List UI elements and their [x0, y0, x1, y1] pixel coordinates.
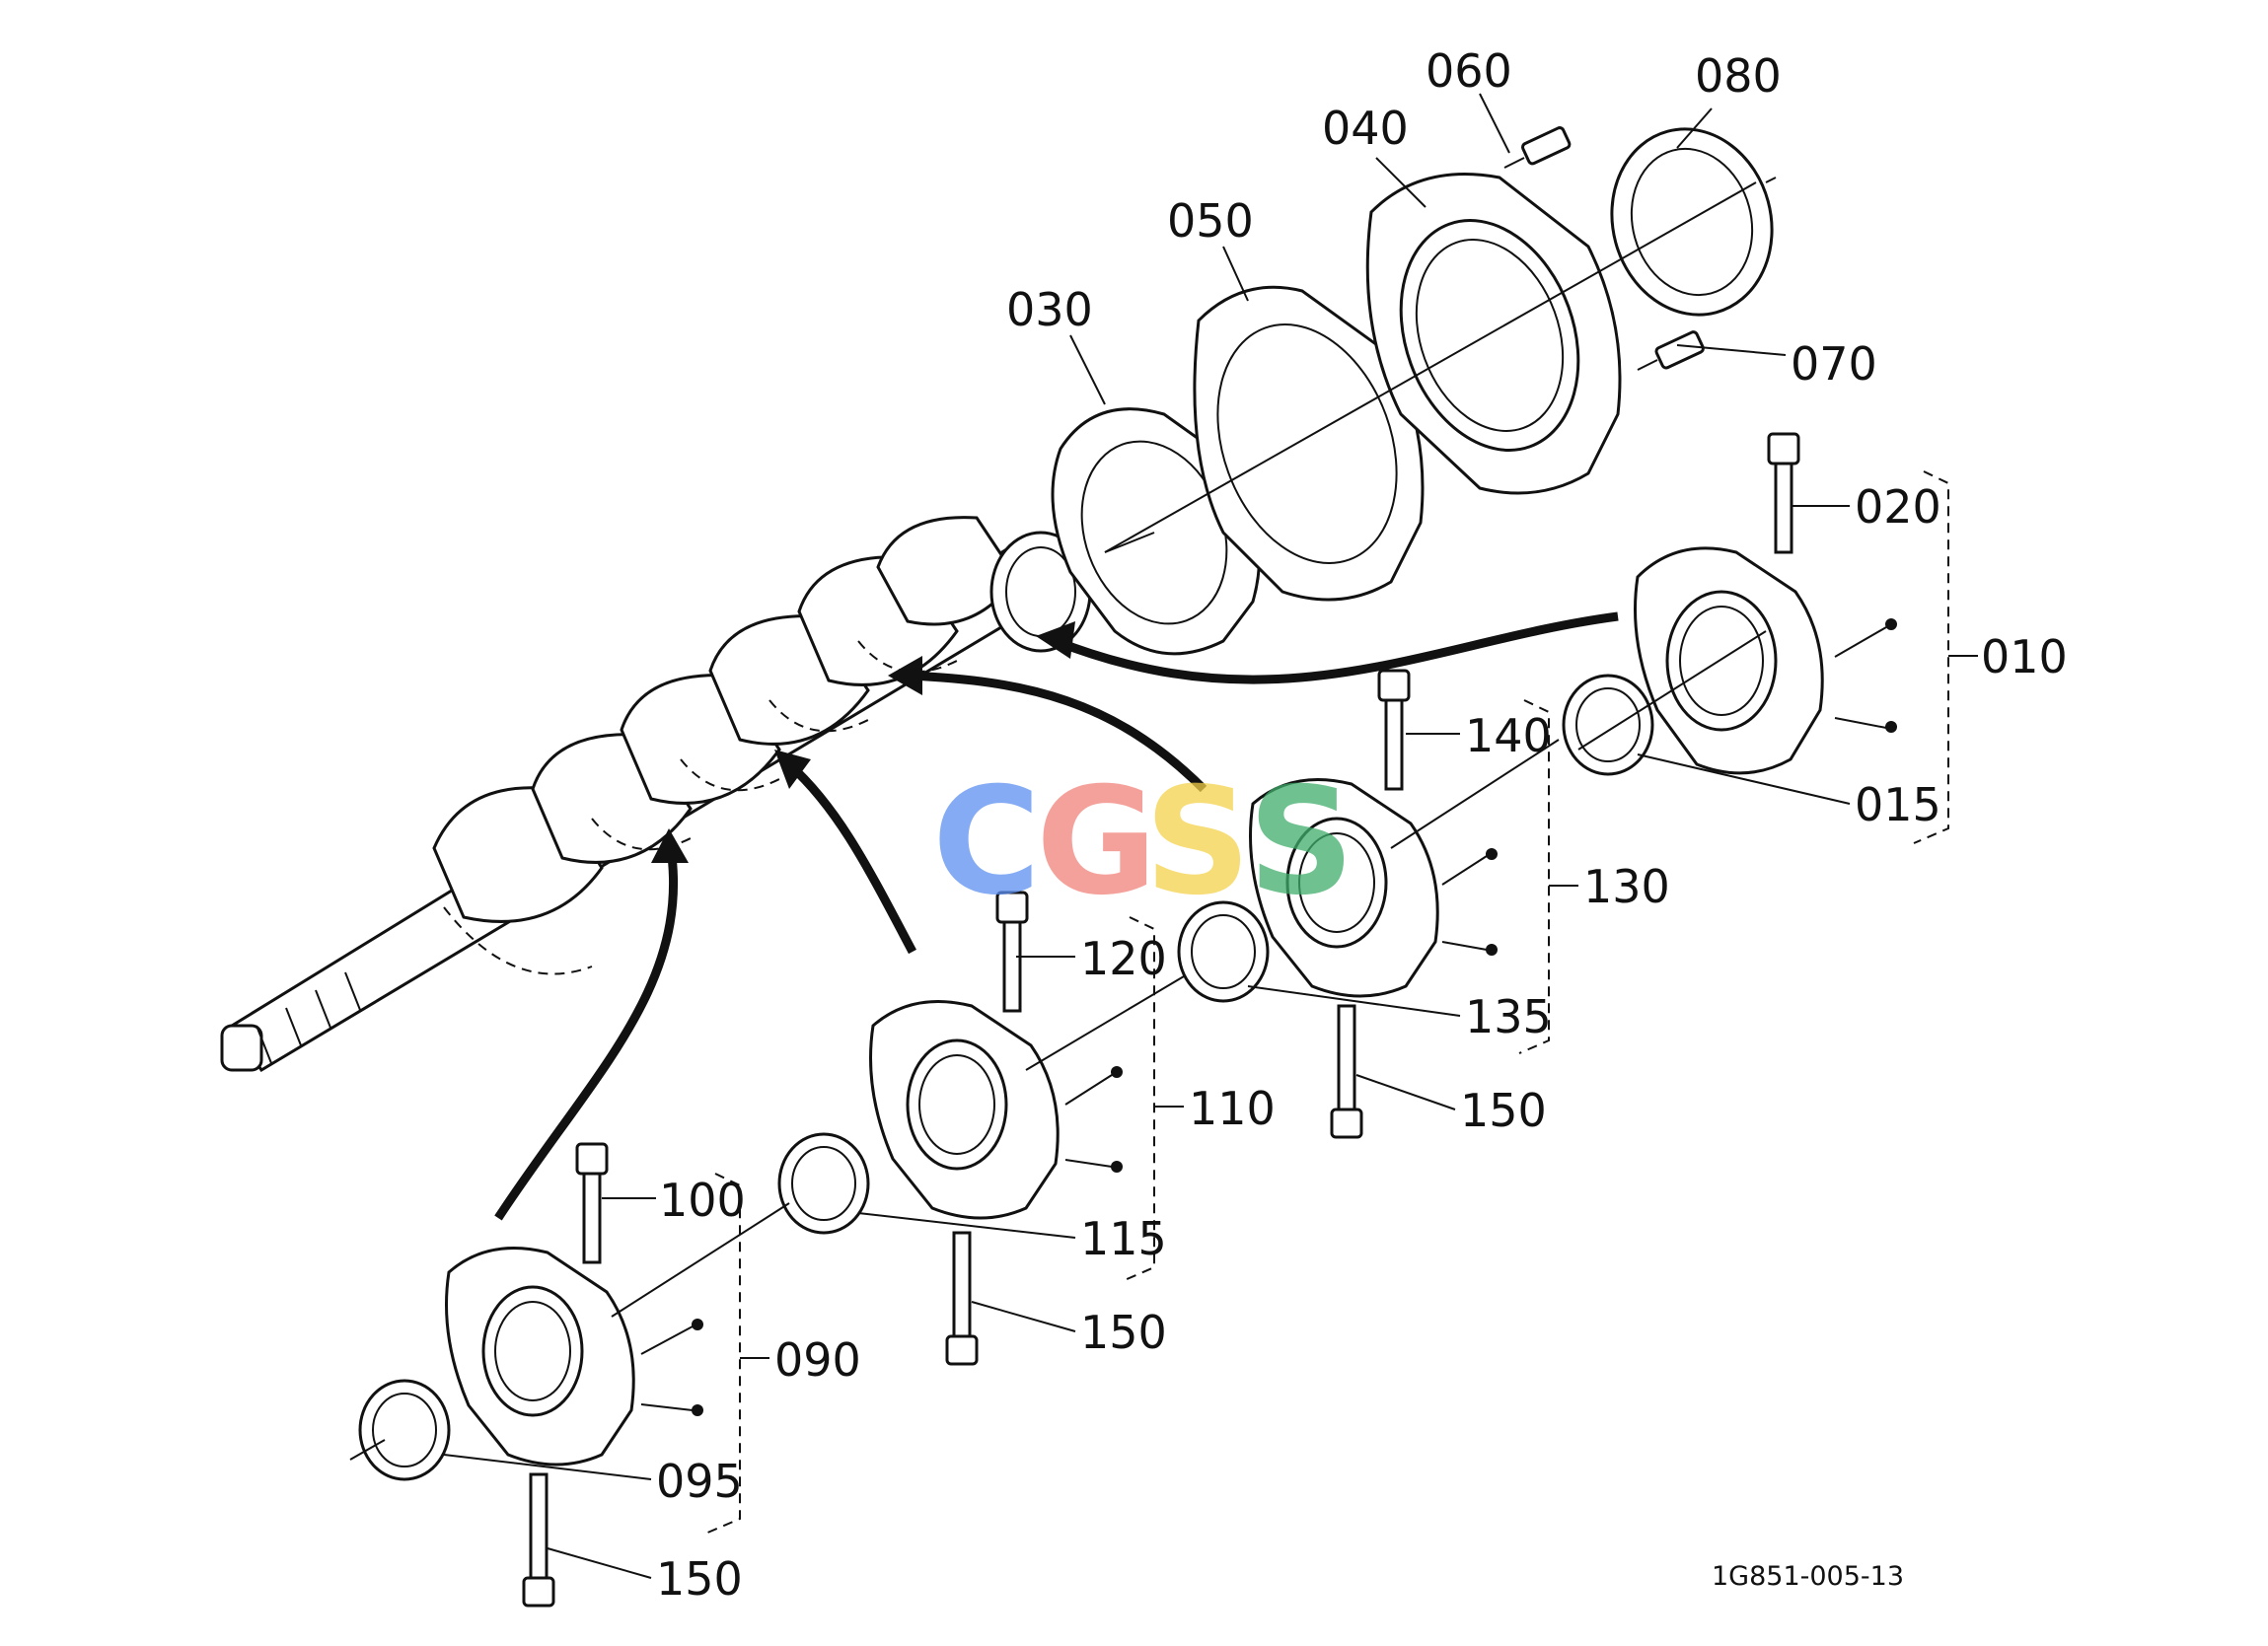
assembly-axis-095	[349, 1439, 386, 1461]
label-090: 090	[774, 1333, 861, 1387]
assembly-arrows	[494, 611, 1619, 1221]
label-060: 060	[1426, 44, 1512, 98]
bearing-case-110	[869, 1000, 1123, 1220]
arrow-010	[1054, 611, 1619, 684]
assembly-axis-010	[1577, 630, 1767, 751]
bearing-case-090	[445, 1247, 703, 1467]
bolt-150-a	[522, 1472, 555, 1608]
label-130: 130	[1583, 860, 1670, 913]
arrow-130	[907, 671, 1207, 793]
bolt-070	[1637, 330, 1705, 371]
label-020: 020	[1855, 480, 1941, 534]
label-040: 040	[1322, 102, 1409, 155]
bearing-135	[1177, 900, 1270, 1003]
bearing-case-010	[1634, 546, 1897, 775]
bearing-case-130	[1249, 778, 1498, 998]
assembly-axis-090	[611, 1202, 790, 1318]
part-labels: 060 080 040 050 030 070 020 010 015 140 …	[656, 44, 2068, 1606]
bolt-150-c	[1330, 1004, 1363, 1139]
bolt-140	[1377, 669, 1411, 791]
label-010: 010	[1981, 630, 2068, 683]
label-150-c: 150	[1460, 1084, 1547, 1137]
bearing-015	[1562, 674, 1654, 776]
label-150-a: 150	[656, 1552, 743, 1606]
label-070: 070	[1791, 337, 1877, 391]
label-150-b: 150	[1080, 1306, 1167, 1359]
assembly-axis-130	[1390, 739, 1560, 849]
drawing-code: 1G851-005-13	[1712, 1561, 1904, 1592]
watermark-letter-2: G	[1036, 756, 1157, 928]
arrow-090	[494, 847, 679, 1221]
watermark-logo: C G S S	[932, 756, 1354, 928]
group-brackets	[704, 470, 1978, 1535]
bolt-120	[995, 891, 1029, 1013]
bolt-150-b	[945, 1231, 979, 1366]
label-015: 015	[1855, 778, 1941, 831]
arrow-110	[785, 760, 916, 955]
watermark-letter-4: S	[1248, 756, 1354, 928]
label-095: 095	[656, 1455, 743, 1508]
label-080: 080	[1695, 49, 1782, 103]
label-120: 120	[1080, 932, 1167, 985]
watermark-letter-1: C	[932, 756, 1041, 928]
label-030: 030	[1006, 283, 1093, 336]
label-050: 050	[1167, 194, 1254, 248]
gasket-050	[1193, 285, 1425, 602]
assembly-axis-110	[1025, 975, 1185, 1071]
crankshaft	[220, 516, 1092, 1073]
label-100: 100	[659, 1174, 746, 1227]
label-140: 140	[1465, 709, 1552, 762]
leader-lines	[443, 93, 1887, 1579]
oil-seal-080	[1610, 127, 1777, 317]
bolt-020	[1767, 432, 1800, 554]
bolt-100	[575, 1142, 609, 1264]
label-115: 115	[1080, 1212, 1167, 1265]
assembly-axis-rear	[1104, 181, 1757, 553]
bearing-095	[358, 1379, 451, 1481]
bolt-060	[1503, 126, 1572, 169]
label-110: 110	[1189, 1082, 1276, 1135]
bearing-115	[777, 1132, 870, 1235]
housing-040	[1365, 173, 1622, 495]
label-135: 135	[1465, 990, 1552, 1043]
watermark-letter-3: S	[1144, 756, 1251, 928]
